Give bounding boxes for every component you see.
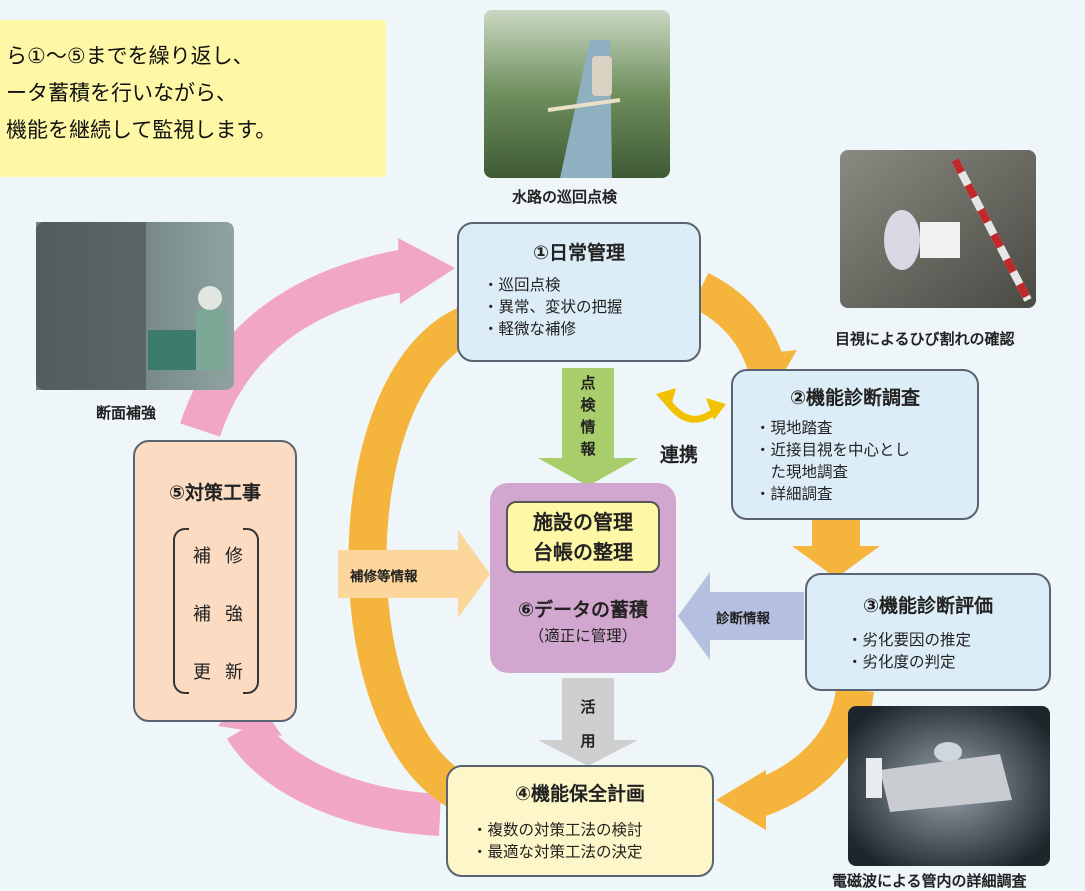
photo-channel: [484, 10, 670, 178]
box3-item: ・劣化要因の推定: [847, 631, 972, 649]
utilize-label: 活 用: [577, 690, 599, 758]
orange-arrow-2-3-shaft: [812, 518, 860, 548]
intro-note: ら①〜⑤までを繰り返し、 ータ蓄積を行いながら、 機能を継続して監視します。: [0, 20, 386, 177]
utilize-arrow-shaft: [562, 678, 614, 742]
caption-channel: 水路の巡回点検: [512, 188, 618, 206]
box5-item: 更新: [193, 662, 257, 683]
pink-arc-bottom: [226, 716, 442, 836]
diagnosis-arrow-shaft: [706, 592, 804, 640]
box3-title: ③機能診断評価: [862, 595, 994, 617]
label-char: 活: [580, 698, 596, 716]
caption-reinforce: 断面補強: [96, 404, 157, 422]
box2-item: ・現地踏査: [755, 419, 833, 437]
box1-item: ・異常、変状の把握: [483, 298, 623, 316]
coordination-label: 連携: [660, 444, 699, 466]
box1-item: ・巡回点検: [483, 276, 561, 294]
bracket: [173, 528, 259, 694]
ledger-box: 施設の管理 台帳の整理: [506, 501, 660, 573]
repair-info-label: 補修等情報: [350, 569, 418, 585]
intro-line-1: ら①〜⑤までを繰り返し、: [6, 44, 254, 68]
intro-line-2: ータ蓄積を行いながら、: [6, 81, 237, 105]
box6-sub: （適正に管理）: [528, 627, 638, 645]
box5-item: 補修: [193, 546, 257, 567]
box-function-evaluation: ③機能診断評価 ・劣化要因の推定 ・劣化度の判定: [805, 573, 1051, 691]
pink-arrowhead-top: [398, 238, 455, 304]
label-char: 報: [580, 440, 596, 458]
box2-item: た現地調査: [755, 463, 849, 481]
orange-arrowhead-3: [792, 546, 880, 578]
box1-title: ①日常管理: [532, 242, 626, 264]
box4-item: ・複数の対策工法の検討: [472, 821, 643, 839]
box4-item: ・最適な対策工法の決定: [472, 843, 643, 861]
orange-arc-3-4: [753, 687, 874, 816]
label-char: 検: [580, 396, 596, 414]
box2-title: ②機能診断調査: [789, 387, 921, 409]
box-data-accumulation: 施設の管理 台帳の整理 ⑥データの蓄積 （適正に管理）: [490, 483, 676, 673]
box6-title: ⑥データの蓄積: [517, 599, 649, 621]
caption-crack: 目視によるひび割れの確認: [835, 330, 1015, 348]
box-function-survey: ②機能診断調査 ・現地踏査 ・近接目視を中心とし た現地調査 ・詳細調査: [731, 369, 979, 520]
box2-item: ・詳細調査: [755, 485, 833, 503]
inspection-info-label: 点 検 情 報: [577, 372, 599, 460]
caption-pipe: 電磁波による管内の詳細調査: [832, 872, 1027, 890]
box-daily-management: ①日常管理 ・巡回点検 ・異常、変状の把握 ・軽微な補修: [457, 222, 701, 362]
box2-item: ・近接目視を中心とし: [755, 441, 911, 459]
box-countermeasure-work: ⑤対策工事 補修 補強 更新: [133, 440, 297, 722]
repair-arrowhead: [458, 530, 490, 618]
ledger-line-2: 台帳の整理: [533, 540, 633, 564]
renkei-arrowhead-left: [656, 388, 676, 410]
inspection-arrow-shaft: [562, 368, 614, 460]
label-char: 点: [580, 374, 596, 392]
box5-item: 補強: [193, 604, 257, 625]
utilize-arrowhead: [538, 740, 638, 766]
box5-title: ⑤対策工事: [168, 482, 262, 504]
box3-item: ・劣化度の判定: [847, 653, 956, 671]
pink-arc-top: [180, 249, 410, 438]
intro-line-3: 機能を継続して監視します。: [6, 118, 277, 142]
box4-title: ④機能保全計画: [514, 783, 646, 805]
renkei-arrowhead-right: [706, 398, 726, 420]
photo-pipe: [848, 706, 1050, 866]
photo-crack: [840, 150, 1036, 308]
diagnosis-info-label: 診断情報: [716, 611, 770, 627]
orange-arrowhead-4: [716, 770, 766, 830]
box-preservation-plan: ④機能保全計画 ・複数の対策工法の検討 ・最適な対策工法の決定: [446, 765, 714, 877]
repair-arrow-shaft: [338, 550, 460, 598]
ledger-line-1: 施設の管理: [533, 510, 633, 534]
diagnosis-arrowhead: [678, 572, 710, 660]
label-char: 用: [580, 732, 596, 750]
inspection-arrowhead: [538, 458, 638, 486]
box1-item: ・軽微な補修: [483, 320, 577, 338]
label-char: 情: [580, 418, 596, 436]
photo-reinforce: [36, 222, 234, 390]
